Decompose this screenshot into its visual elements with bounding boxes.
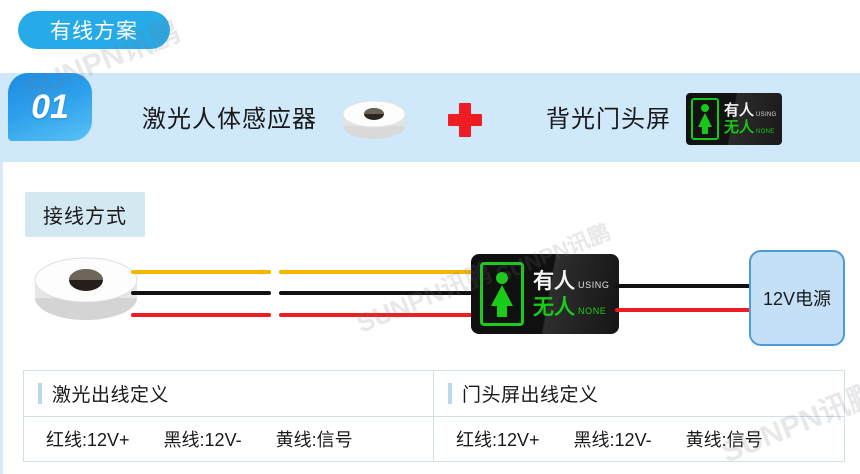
wiring-panel: 接线方式 <box>0 162 860 474</box>
person-figure-icon <box>691 98 719 140</box>
cell-red-wire: 红线:12V+ <box>456 430 540 450</box>
cell-black-wire: 黑线:12V- <box>573 430 652 450</box>
cell-black-wire: 黑线:12V- <box>163 430 242 450</box>
tab-label: 有线方案 <box>50 20 138 43</box>
power-supply-box: 12V电源 <box>749 250 845 346</box>
table-header: 门头屏出线定义 <box>434 371 844 417</box>
yellow-wire-segment-b <box>279 270 479 274</box>
sign-vacant-en: NONE <box>578 305 607 316</box>
sign-occupied-cn: 有人 <box>724 102 755 119</box>
step-number-label: 01 <box>31 87 69 126</box>
yellow-wire-segment-a <box>131 270 271 274</box>
sign-vacant-en: NONE <box>756 129 775 135</box>
table-header: 激光出线定义 <box>24 371 433 417</box>
tab-wired-solution[interactable]: 有线方案 <box>18 11 170 49</box>
plus-icon <box>448 103 482 137</box>
header-occupancy-sign: 有人 USING 无人 NONE <box>686 93 782 145</box>
sign-occupied-cn: 有人 <box>533 269 575 293</box>
red-wire-segment-a <box>131 313 271 317</box>
accent-bar <box>38 383 42 404</box>
cell-red-wire: 红线:12V+ <box>46 430 130 450</box>
laser-sensor-puck-icon <box>340 98 408 142</box>
step-number-badge: 01 <box>8 73 92 153</box>
table-title: 门头屏出线定义 <box>462 385 599 406</box>
laser-wire-definition-table: 激光出线定义 红线:12V+ 黑线:12V- 黄线:信号 <box>23 370 434 462</box>
red-wire-segment-c <box>615 308 751 312</box>
red-wire-segment-b <box>279 313 479 317</box>
wiring-diagram: 有人 USING 无人 NONE 12V电源 <box>3 162 860 377</box>
cell-yellow-wire: 黄线:信号 <box>275 430 353 450</box>
header-laser-sensor-label: 激光人体感应器 <box>142 106 317 133</box>
black-wire-segment-a <box>131 291 271 295</box>
table-row: 红线:12V+ 黑线:12V- 黄线:信号 <box>434 417 844 461</box>
accent-bar <box>448 383 452 404</box>
sign-occupied-en: USING <box>756 112 777 118</box>
sign-vacant-cn: 无人 <box>533 295 575 319</box>
sign-vacant-cn: 无人 <box>724 119 755 136</box>
black-wire-segment-b <box>279 291 479 295</box>
sign-occupied-en: USING <box>578 279 610 290</box>
header-backlit-screen-label: 背光门头屏 <box>546 106 671 133</box>
table-row: 红线:12V+ 黑线:12V- 黄线:信号 <box>24 417 433 461</box>
diagram-occupancy-sign: 有人 USING 无人 NONE <box>471 254 619 334</box>
table-title: 激光出线定义 <box>52 385 170 406</box>
wiring-method-label: 接线方式 <box>25 192 145 237</box>
black-wire-segment-c <box>615 284 751 288</box>
cell-yellow-wire: 黄线:信号 <box>685 430 763 450</box>
diagram-laser-sensor-icon <box>31 254 141 326</box>
person-figure-icon <box>480 262 524 326</box>
wire-definition-tables: 激光出线定义 红线:12V+ 黑线:12V- 黄线:信号 门头屏出线定义 红线:… <box>23 370 845 462</box>
screen-wire-definition-table: 门头屏出线定义 红线:12V+ 黑线:12V- 黄线:信号 <box>434 370 845 462</box>
power-supply-label: 12V电源 <box>762 289 832 309</box>
